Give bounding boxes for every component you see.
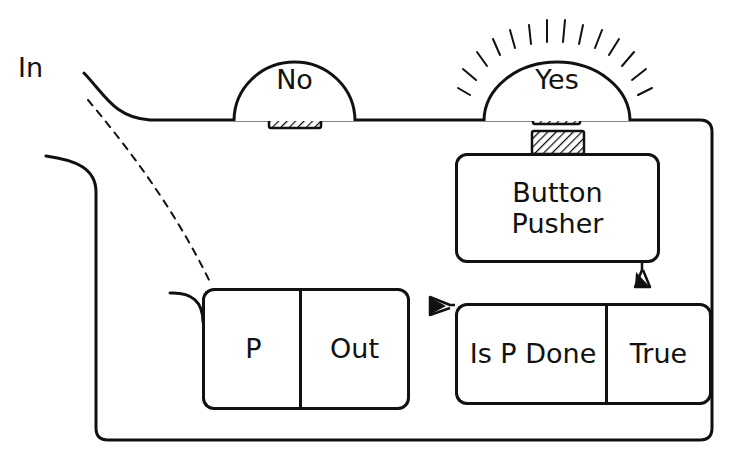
box-label: Out xyxy=(330,333,379,364)
machine-box: True xyxy=(605,303,712,405)
input-label: In xyxy=(18,52,43,83)
box-label: Is P Done xyxy=(470,338,597,369)
machine-box: Out xyxy=(299,288,410,410)
machine-box: Button Pusher xyxy=(455,153,660,263)
box-label: Yes xyxy=(535,64,579,95)
box-label: True xyxy=(630,338,687,369)
button-dome: Yes xyxy=(482,60,632,121)
dome-arc xyxy=(484,62,630,121)
link-stub xyxy=(635,263,650,287)
button-dome: No xyxy=(232,60,357,121)
link-triangle xyxy=(431,298,446,314)
input-path xyxy=(88,100,210,282)
box-label: P xyxy=(245,333,261,364)
machine-box: Is P Done xyxy=(455,303,608,405)
pusher-plunger xyxy=(532,131,584,154)
box-label: No xyxy=(276,64,313,95)
glow-rays xyxy=(458,20,652,95)
inlet-lip xyxy=(170,293,203,322)
housing-outline xyxy=(46,73,712,440)
dome-arc xyxy=(234,62,355,121)
link-stub xyxy=(430,297,455,315)
machine-box: P xyxy=(202,288,302,410)
box-label: Button Pusher xyxy=(483,177,633,239)
link-triangle xyxy=(635,272,649,286)
